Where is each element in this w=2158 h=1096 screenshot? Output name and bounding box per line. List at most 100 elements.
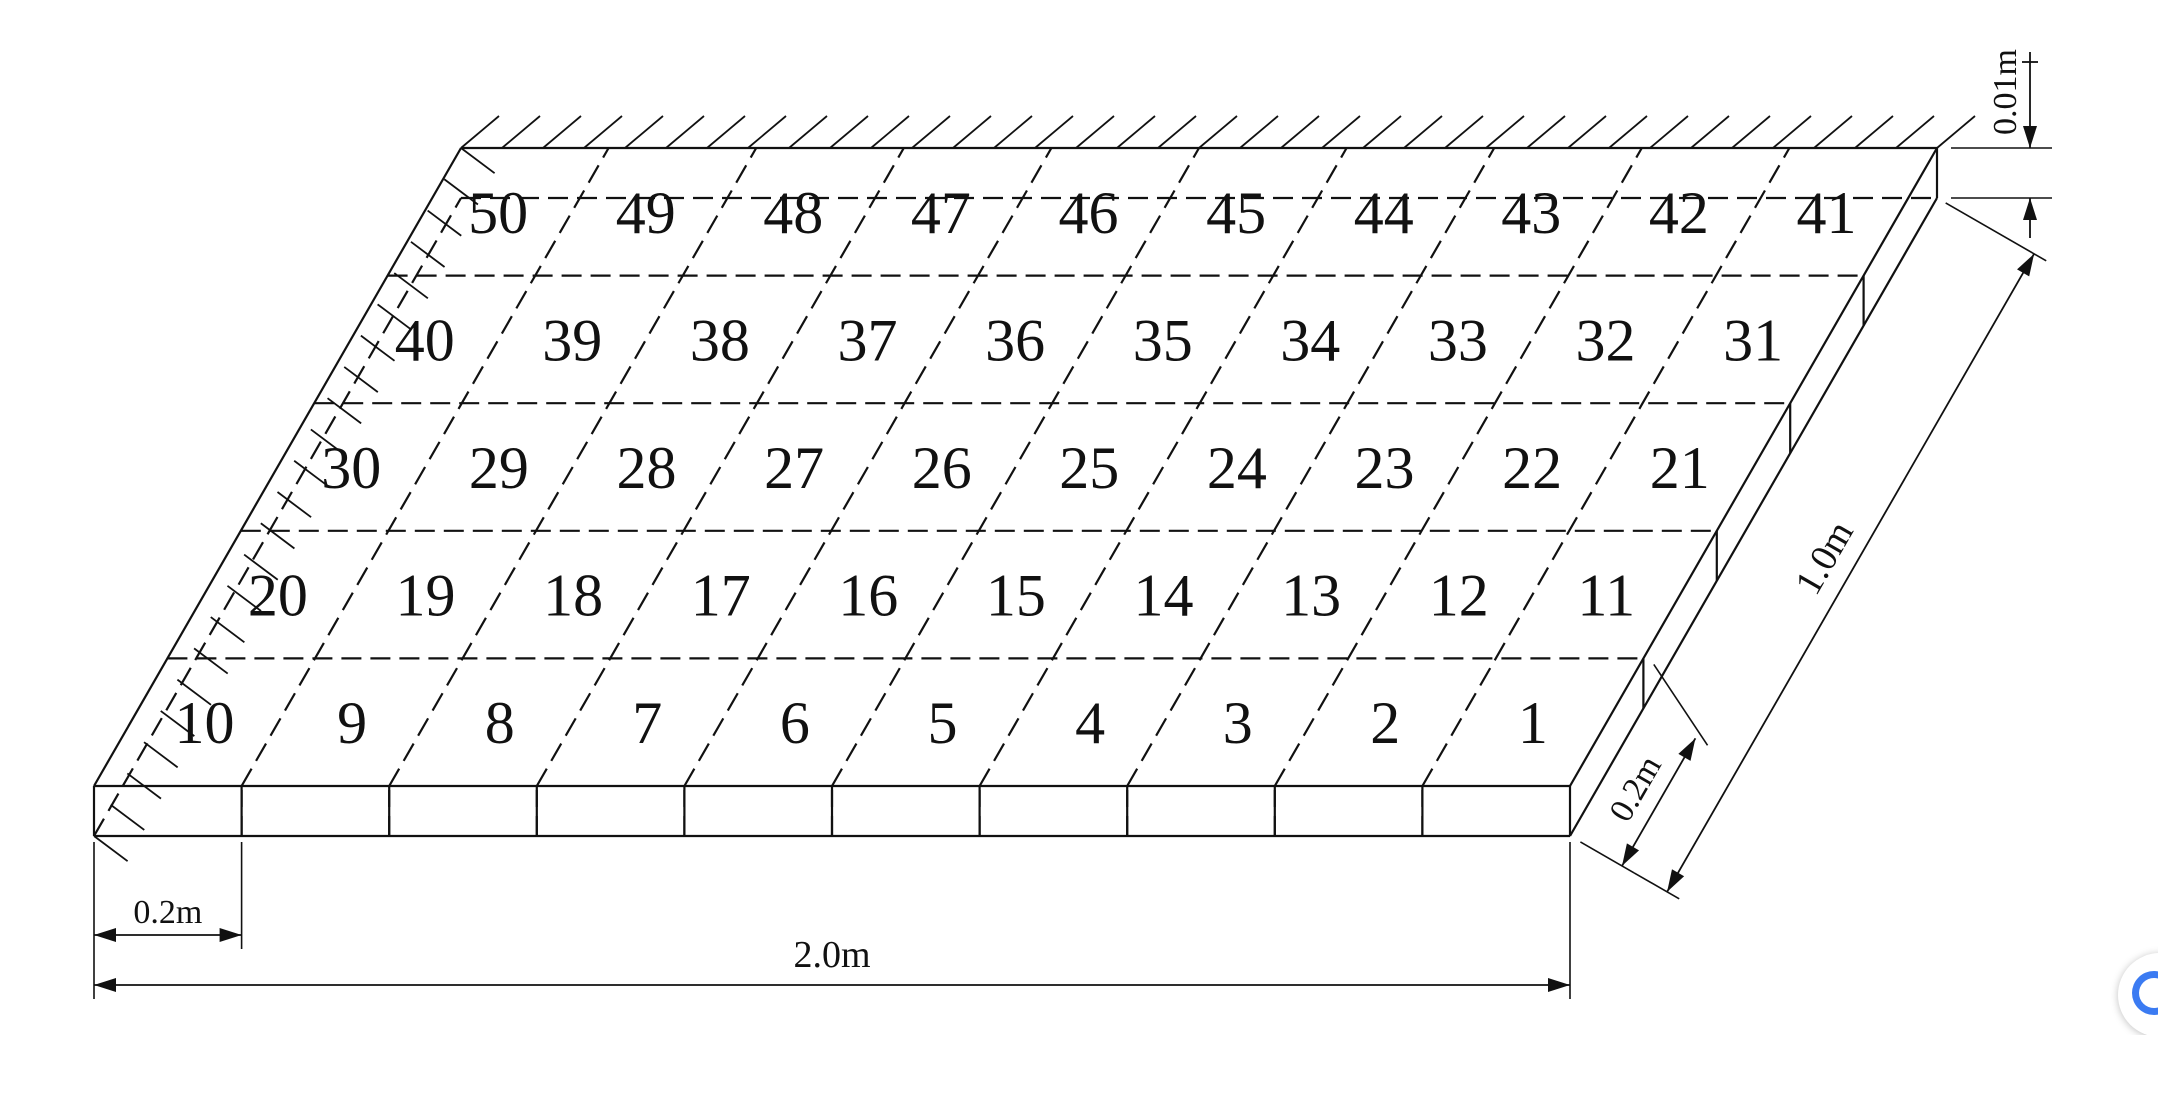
element-number-label: 36 <box>985 307 1045 373</box>
element-number-label: 49 <box>616 180 676 246</box>
right-top-edge <box>1569 147 1938 787</box>
support-hatch-stroke <box>1362 115 1402 149</box>
support-hatch-stroke <box>160 710 195 737</box>
support-hatch-stroke <box>911 115 951 149</box>
support-hatch-stroke <box>747 115 787 149</box>
support-hatch-stroke <box>393 272 429 300</box>
support-hatch-stroke <box>1854 115 1894 149</box>
support-hatch-stroke <box>1444 115 1484 149</box>
support-hatch-stroke <box>1936 115 1976 149</box>
thickness-label: 0.01m <box>1987 49 2024 135</box>
dimension-arrowhead <box>1678 738 1696 761</box>
support-hatch-stroke <box>1813 115 1853 149</box>
element-number-label: 33 <box>1428 307 1488 373</box>
element-number-label: 41 <box>1797 180 1857 246</box>
support-hatch-stroke <box>460 147 496 174</box>
support-hatch-stroke <box>460 115 500 149</box>
support-hatch-stroke <box>1239 115 1279 149</box>
element-number-label: 7 <box>632 690 662 756</box>
element-number-label: 48 <box>763 180 823 246</box>
dimension-arrowhead <box>2023 126 2037 148</box>
element-number-label: 38 <box>690 307 750 373</box>
support-hatch-stroke <box>1321 115 1361 149</box>
support-hatch-stroke <box>542 115 582 149</box>
element-grid-dashed <box>93 147 1937 837</box>
grid-line-longitudinal <box>240 147 610 787</box>
element-number-label: 10 <box>175 690 235 756</box>
support-hatch-stroke <box>1403 115 1443 149</box>
grid-line-longitudinal <box>1273 147 1643 787</box>
grid-line-longitudinal <box>978 147 1348 787</box>
grid-line-longitudinal <box>388 147 758 787</box>
element-number-label: 40 <box>395 307 455 373</box>
support-hatch-stroke <box>143 741 179 769</box>
support-hatch-stroke <box>1157 115 1197 149</box>
dimension-arrowhead <box>94 978 116 992</box>
google-logo-icon <box>2132 971 2158 1015</box>
element-number-label: 19 <box>396 563 456 629</box>
left-top-edge <box>93 147 462 787</box>
element-number-label: 9 <box>337 690 367 756</box>
support-hatch-stroke <box>427 209 462 237</box>
support-hatch-stroke <box>829 115 869 149</box>
element-number-label: 15 <box>986 563 1046 629</box>
element-number-label: 47 <box>911 180 971 246</box>
element-number-label: 2 <box>1370 690 1400 756</box>
element-number-label: 11 <box>1577 563 1635 629</box>
element-number-label: 18 <box>543 563 603 629</box>
support-hatch-stroke <box>952 115 992 149</box>
element-number-label: 30 <box>321 435 381 501</box>
extension-line <box>1945 202 2047 262</box>
element-number-label: 3 <box>1223 690 1253 756</box>
element-number-label: 28 <box>617 435 677 501</box>
support-hatch-stroke <box>993 115 1033 149</box>
support-hatch-stroke <box>1526 115 1566 149</box>
support-hatch-stroke <box>226 585 262 612</box>
element-number-label: 6 <box>780 690 810 756</box>
dimension-arrowhead <box>219 928 242 942</box>
support-hatch-stroke <box>1485 115 1525 149</box>
element-number-label: 4 <box>1075 690 1105 756</box>
floating-assistant-badge[interactable] <box>2104 945 2158 1035</box>
element-number-label: 21 <box>1650 435 1710 501</box>
element-number-label: 39 <box>542 307 602 373</box>
element-number-label: 13 <box>1281 563 1341 629</box>
element-number-label: 5 <box>928 690 958 756</box>
grid-line-longitudinal <box>1126 147 1496 787</box>
element-number-label: 14 <box>1134 563 1194 629</box>
element-number-labels: 1234567891011121314151617181920212223242… <box>175 180 1857 756</box>
support-hatch-stroke <box>1116 115 1156 149</box>
dimension-arrowhead <box>1548 978 1570 992</box>
element-number-label: 35 <box>1133 307 1193 373</box>
dimension-arrowhead <box>1622 843 1640 866</box>
support-hatch-stroke <box>788 115 828 149</box>
element-number-label: 27 <box>764 435 824 501</box>
grid-line-longitudinal <box>1421 147 1791 787</box>
support-hatch-stroke <box>243 553 279 581</box>
support-hatch-stroke <box>377 303 412 331</box>
hidden-left-bottom-edge <box>93 197 462 837</box>
grid-line-longitudinal <box>831 147 1200 787</box>
element-length-label: 0.2m <box>133 894 202 931</box>
total-width-label: 1.0m <box>1787 514 1862 602</box>
element-number-label: 16 <box>838 563 898 629</box>
element-number-label: 43 <box>1501 180 1561 246</box>
dimension-arrowhead <box>2023 198 2037 220</box>
element-number-label: 25 <box>1059 435 1119 501</box>
extension-line <box>1653 663 1709 746</box>
extension-line <box>1580 841 1635 874</box>
element-number-label: 44 <box>1354 180 1414 246</box>
support-hatch-stroke <box>1731 115 1771 149</box>
support-hatch-stroke <box>1280 115 1320 149</box>
support-hatch-stroke <box>706 115 746 149</box>
support-hatch-stroke <box>1075 115 1115 149</box>
element-number-label: 23 <box>1355 435 1415 501</box>
extension-line <box>1633 872 1680 900</box>
support-hatch-stroke <box>276 491 312 518</box>
element-number-label: 46 <box>1059 180 1119 246</box>
support-hatch-stroke <box>1034 115 1074 149</box>
element-number-label: 50 <box>468 180 528 246</box>
support-hatch-stroke <box>1608 115 1648 149</box>
right-bottom-edge <box>1569 197 1938 837</box>
support-hatch-stroke <box>443 178 479 206</box>
